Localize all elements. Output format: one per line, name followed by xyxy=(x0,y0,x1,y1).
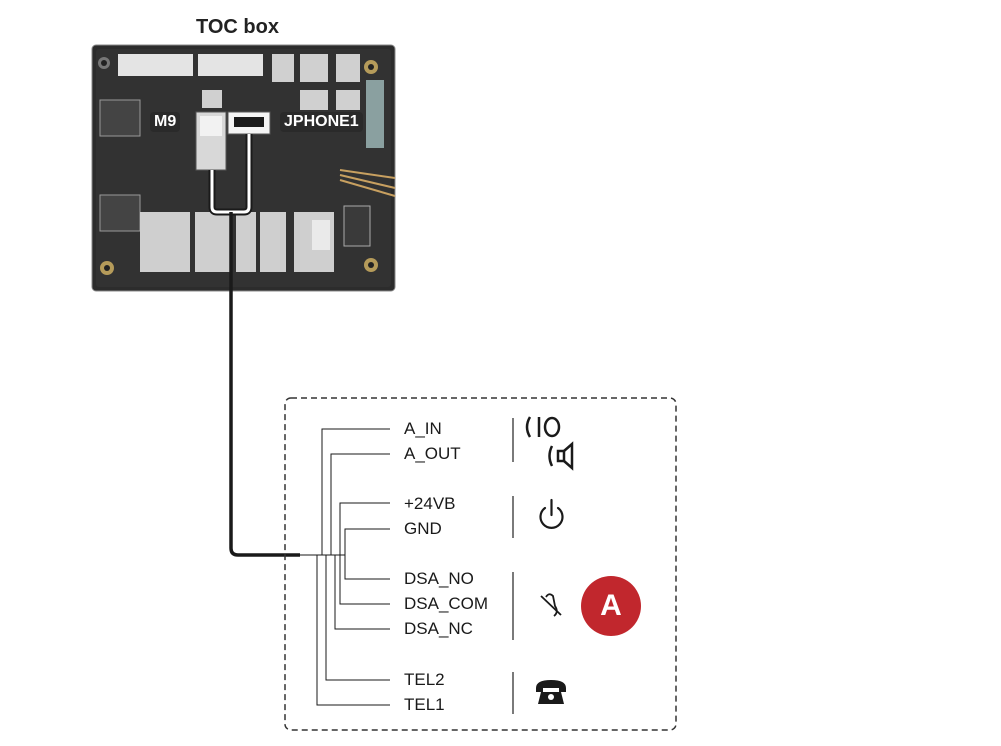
microphone-icon xyxy=(525,416,561,438)
alarm-disabled-icon xyxy=(540,593,562,617)
pin-label-dsa-no: DSA_NO xyxy=(404,569,474,588)
power-icon xyxy=(539,498,564,529)
jphone1-connector-label: JPHONE1 xyxy=(280,112,363,132)
terminal-block-outline xyxy=(284,397,677,731)
pin-label-dsa-nc: DSA_NC xyxy=(404,619,473,638)
pin-label-tel2: TEL2 xyxy=(404,670,445,689)
speaker-icon xyxy=(548,441,574,471)
pin-label-24vb: +24VB xyxy=(404,494,456,513)
wire-harness xyxy=(208,134,300,557)
pin-label-a-out: A_OUT xyxy=(404,444,461,463)
pin-label-tel1: TEL1 xyxy=(404,695,445,714)
pin-label-a-in: A_IN xyxy=(404,419,442,438)
telephone-icon xyxy=(536,680,566,704)
pin-fanout xyxy=(300,428,390,706)
badge-circle xyxy=(581,576,641,636)
toc-board xyxy=(91,44,396,292)
m9-connector-label: M9 xyxy=(150,112,181,132)
callout-badge-a: A xyxy=(600,589,622,622)
diagram-title: TOC box xyxy=(196,16,279,38)
pin-label-dsa-com: DSA_COM xyxy=(404,594,489,613)
pin-label-gnd: GND xyxy=(404,519,442,538)
